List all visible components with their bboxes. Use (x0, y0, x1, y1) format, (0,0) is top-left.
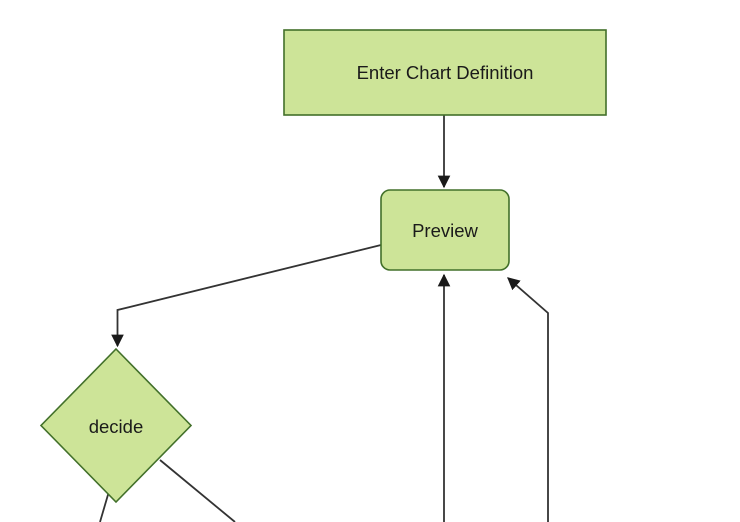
node-decide: decide (39, 347, 193, 504)
edge-decide-to-offscreen-left (99, 492, 110, 522)
decide-label: decide (89, 416, 144, 437)
edge-decide-to-offscreen-right (159, 459, 236, 522)
enter-chart-definition-rect (283, 29, 607, 116)
node-enter-chart-definition: Enter Chart Definition (283, 29, 607, 116)
edge-offscreen-to-preview-right (507, 277, 549, 522)
edge-preview-to-decide (111, 244, 382, 348)
enter-chart-definition-label: Enter Chart Definition (357, 62, 534, 83)
node-preview: Preview (380, 189, 510, 271)
preview-rect (380, 189, 510, 271)
preview-label: Preview (412, 220, 478, 241)
decide-diamond (39, 347, 193, 504)
